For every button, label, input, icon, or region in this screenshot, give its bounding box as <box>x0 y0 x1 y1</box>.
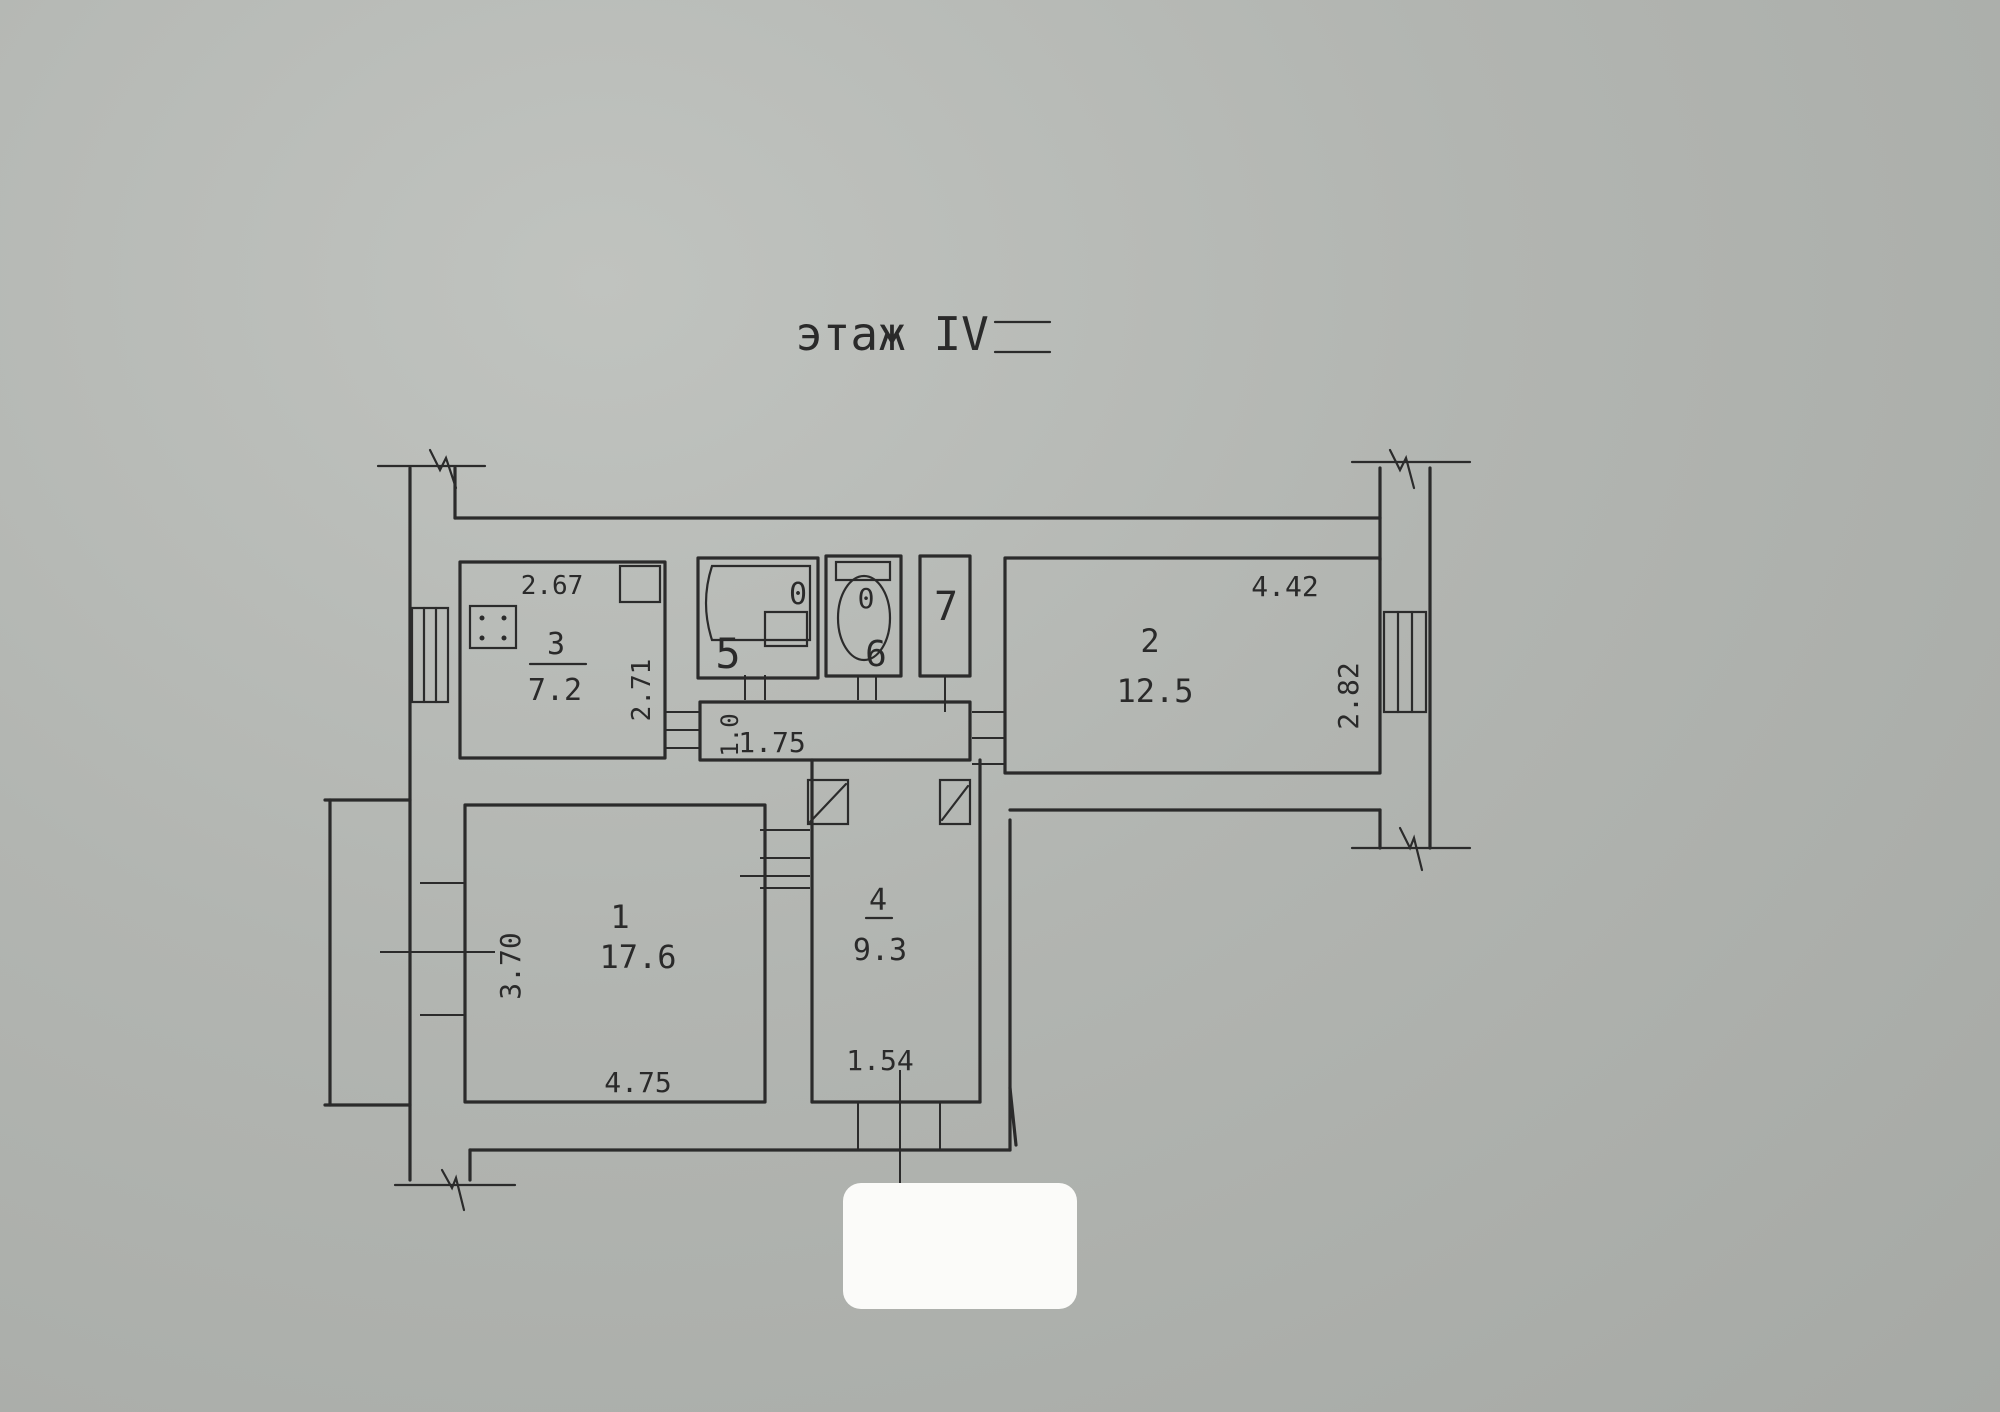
room-2-number: 2 <box>1140 622 1159 660</box>
toilet-icon <box>836 574 892 662</box>
sink-icon <box>468 604 518 650</box>
door-hatches <box>744 675 946 712</box>
balcony <box>323 798 412 1107</box>
room-2-area: 12.5 <box>1116 672 1193 710</box>
room-1-number: 1 <box>610 898 629 936</box>
window-room-2 <box>1382 610 1428 714</box>
bathroom-5 <box>696 556 820 680</box>
corridor <box>665 700 972 762</box>
room-4 <box>740 758 1018 1185</box>
room-4-number: 4 <box>869 883 887 918</box>
vent-shaft-1 <box>806 778 850 826</box>
break-marks <box>376 448 1472 1212</box>
vent-shaft-2 <box>938 778 972 826</box>
corridor-width: 1.75 <box>738 726 805 759</box>
floor-title: этаж IV <box>795 307 989 361</box>
room-3-width: 2.67 <box>521 571 584 601</box>
room-4-width: 1.54 <box>846 1044 913 1077</box>
room-3-number: 3 <box>547 627 565 662</box>
window-room-3 <box>410 606 450 704</box>
room-2-depth: 2.82 <box>1332 662 1365 729</box>
room-1-width: 4.75 <box>604 1066 671 1099</box>
room-3 <box>458 560 667 760</box>
room-7-number: 7 <box>934 584 958 630</box>
room-1 <box>380 803 767 1104</box>
bathtub-icon <box>704 564 812 642</box>
redacted-stamp <box>843 1183 1077 1309</box>
room-4-area: 9.3 <box>853 933 907 968</box>
room-1-area: 17.6 <box>599 938 676 976</box>
tub-mark: 0 <box>789 577 807 612</box>
room-5-number: 5 <box>715 629 740 678</box>
room-6-number: 6 <box>865 634 887 675</box>
room-3-area: 7.2 <box>528 673 582 708</box>
toilet-6 <box>824 554 903 678</box>
toilet-mark: 0 <box>858 582 875 615</box>
corridor-depth: 1.0 <box>716 713 744 756</box>
room-2 <box>972 556 1382 775</box>
room-2-width: 4.42 <box>1251 570 1318 603</box>
room-3-depth: 2.71 <box>627 659 657 722</box>
stove-icon <box>618 564 662 604</box>
room-1-depth: 3.70 <box>494 932 527 999</box>
